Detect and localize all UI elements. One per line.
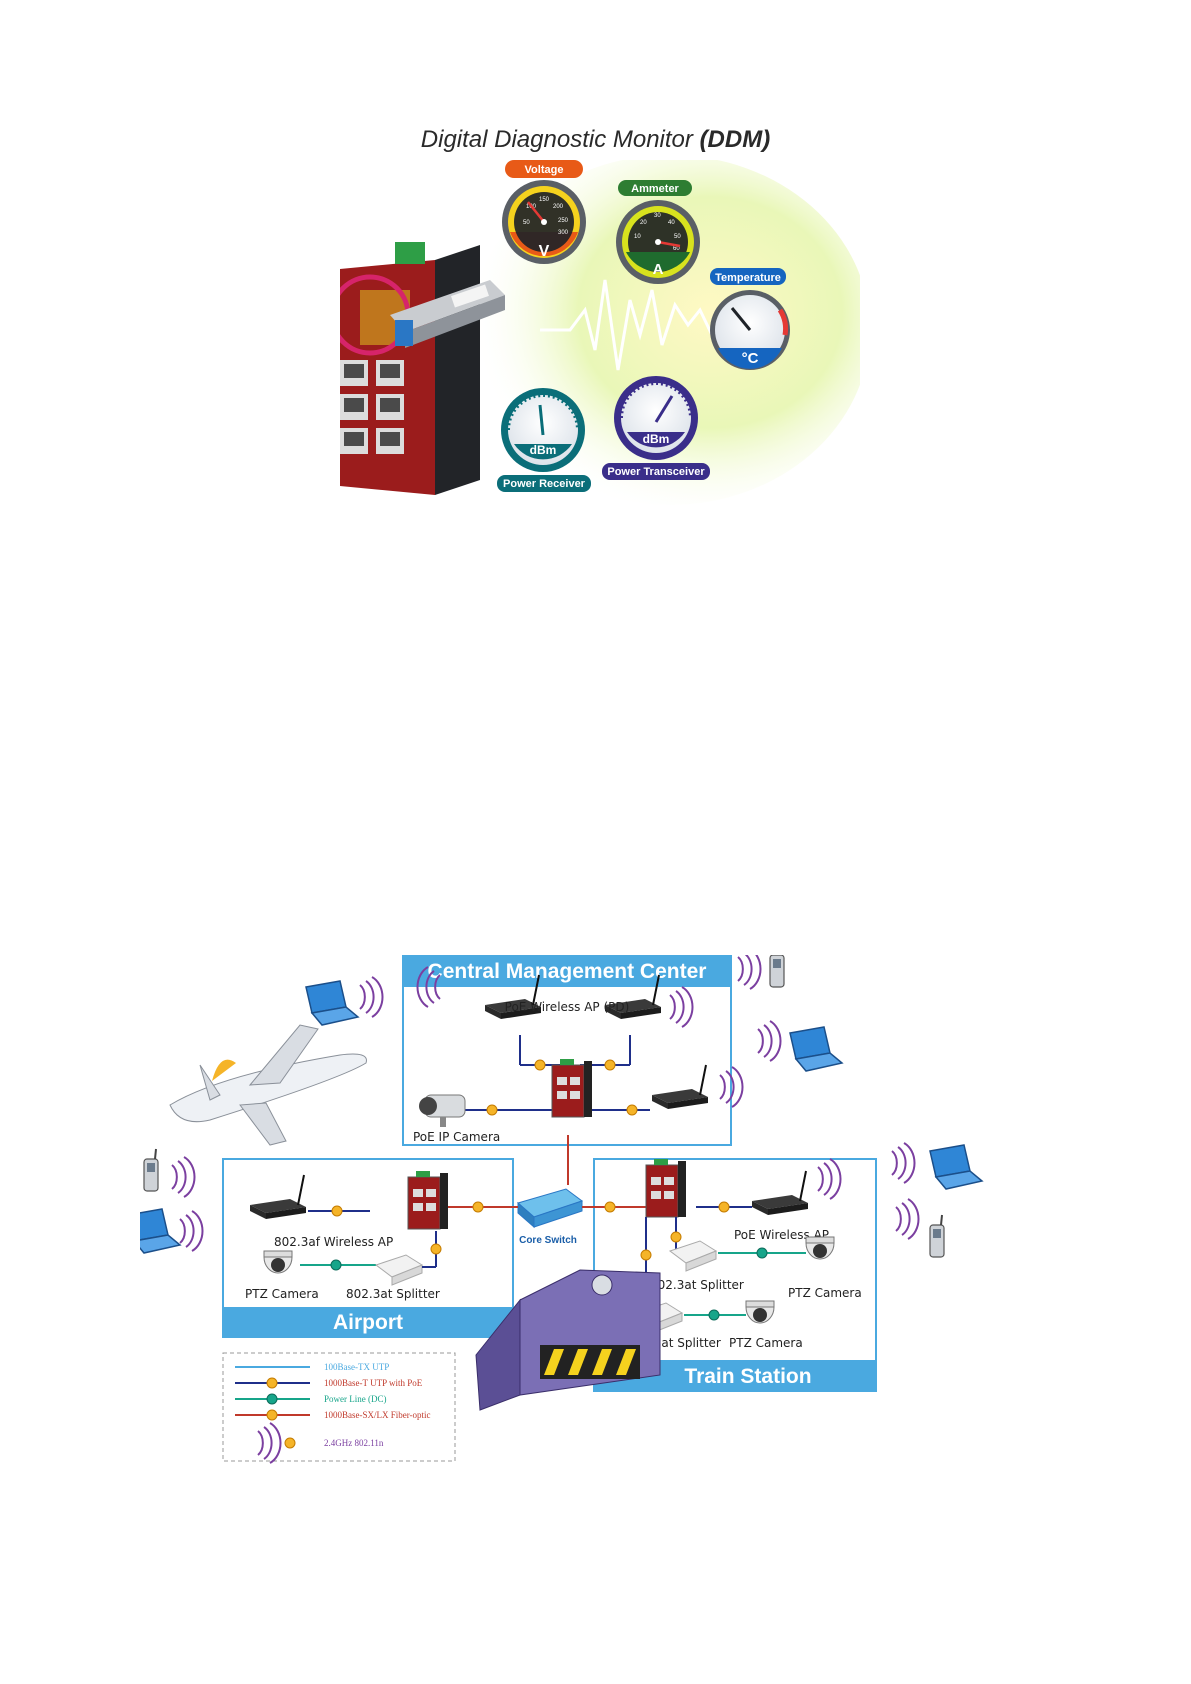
voltage-unit: V — [539, 243, 550, 260]
legend-item-2: 1000Base-T UTP with PoE — [235, 1377, 423, 1389]
cmc-switch-icon — [551, 1058, 593, 1118]
power-receiver-unit: dBm — [530, 443, 557, 457]
ammeter-gauge: Ammeter 10 20 30 40 50 60 A — [616, 180, 700, 284]
cmc-links — [460, 1035, 650, 1185]
label-poe-wireless-ap: PoE Wireless AP — [734, 1228, 829, 1242]
label-train-ptz-lower: PTZ Camera — [729, 1336, 803, 1350]
airport-switch-icon — [407, 1170, 449, 1230]
laptop-icon-2 — [789, 1026, 843, 1072]
legend-item-3: Power Line (DC) — [235, 1393, 387, 1405]
ammeter-tick-6: 60 — [673, 246, 680, 252]
voltage-label: Voltage — [525, 164, 564, 176]
cmc-title: Central Management Center — [428, 960, 707, 983]
label-poe-ip-camera: PoE IP Camera — [413, 1130, 500, 1144]
cmc-header — [403, 955, 731, 987]
wave-icon-1 — [359, 976, 384, 1018]
power-receiver-gauge: dBm Power Receiver — [497, 388, 591, 492]
wave-icon-5 — [179, 1210, 204, 1252]
poe-ip-camera-icon — [419, 1094, 466, 1127]
voltage-tick-4: 200 — [553, 204, 564, 210]
legend-text-5: 2.4GHz 802.11n — [324, 1438, 384, 1448]
laptop-icon-4 — [929, 1144, 983, 1190]
legend-item-4: 1000Base-SX/LX Fiber-optic — [235, 1409, 431, 1421]
label-airport-ptz-camera: PTZ Camera — [245, 1287, 319, 1301]
voltage-gauge: Voltage 50 100 150 200 250 300 V — [502, 160, 586, 264]
train-switch-icon — [645, 1158, 687, 1218]
voltage-tick-6: 300 — [558, 230, 569, 236]
legend: 100Base-TX UTP 1000Base-T UTP with PoE P… — [222, 1352, 456, 1464]
voltage-tick-5: 250 — [558, 218, 569, 224]
signal-waveform-icon — [540, 279, 761, 371]
label-poe-wireless-ap-pd: PoE Wireless AP (PD) — [505, 1000, 630, 1014]
ammeter-ticks: 10 20 30 40 50 60 — [634, 213, 681, 252]
label-8023af-wireless-ap: 802.3af Wireless AP — [274, 1235, 393, 1249]
legend-text-2: 1000Base-T UTP with PoE — [324, 1378, 423, 1388]
wave-icon-7 — [895, 1198, 920, 1240]
ddm-title-bold: (DDM) — [699, 126, 771, 153]
industrial-switch-icon — [340, 242, 480, 495]
voltage-tick-3: 150 — [539, 197, 550, 203]
wave-icon-4 — [171, 1156, 196, 1198]
temperature-label: Temperature — [715, 272, 781, 284]
ammeter-tick-1: 10 — [634, 234, 641, 240]
ammeter-label: Ammeter — [631, 183, 679, 195]
legend-text-3: Power Line (DC) — [324, 1394, 387, 1404]
ddm-title: Digital Diagnostic Monitor (DDM) — [0, 126, 1191, 154]
label-train-ptz-upper: PTZ Camera — [788, 1286, 862, 1300]
label-airport-splitter: 802.3at Splitter — [346, 1287, 440, 1301]
phone-icon-1 — [769, 955, 785, 988]
ammeter-tick-3: 30 — [654, 213, 661, 219]
legend-text-4: 1000Base-SX/LX Fiber-optic — [324, 1410, 431, 1420]
train-title: Train Station — [684, 1365, 811, 1388]
phone-icon-2 — [143, 1148, 159, 1192]
label-train-splitter-upper: 802.3at Splitter — [650, 1278, 744, 1292]
wave-icon-3 — [757, 1020, 782, 1062]
core-switch-label: Core Switch — [519, 1235, 577, 1246]
airport-header — [223, 1307, 513, 1337]
temperature-unit: °C — [742, 350, 759, 367]
power-transceiver-label: Power Transceiver — [607, 466, 705, 478]
airplane-icon — [169, 1024, 367, 1146]
wave-icon-6 — [891, 1142, 916, 1184]
laptop-icon-3 — [140, 1208, 181, 1254]
voltage-tick-1: 50 — [523, 220, 530, 226]
ammeter-tick-2: 20 — [640, 220, 647, 226]
legend-item-5: 2.4GHz 802.11n — [257, 1422, 384, 1464]
train-icon — [475, 1269, 661, 1411]
temperature-gauge: Temperature °C — [710, 268, 790, 370]
phone-icon-3 — [929, 1214, 945, 1258]
legend-item-1: 100Base-TX UTP — [235, 1362, 389, 1372]
laptop-icon-1 — [305, 980, 359, 1026]
ddm-title-main: Digital Diagnostic Monitor — [420, 126, 700, 153]
core-switch-icon — [516, 1188, 584, 1229]
ddm-illustration: Voltage 50 100 150 200 250 300 V Ammeter… — [340, 160, 860, 505]
power-transceiver-unit: dBm — [643, 432, 670, 446]
ammeter-tick-5: 50 — [674, 234, 681, 240]
ammeter-tick-4: 40 — [668, 220, 675, 226]
airport-title: Airport — [333, 1311, 403, 1334]
ammeter-unit: A — [653, 261, 664, 278]
sfp-module-icon — [390, 280, 505, 348]
power-transceiver-gauge: dBm Power Transceiver — [602, 376, 710, 480]
power-receiver-label: Power Receiver — [503, 478, 586, 490]
wave-icon-2 — [737, 955, 762, 990]
network-diagram: Central Management Center Airport Train … — [140, 955, 983, 1464]
legend-text-1: 100Base-TX UTP — [324, 1362, 389, 1372]
